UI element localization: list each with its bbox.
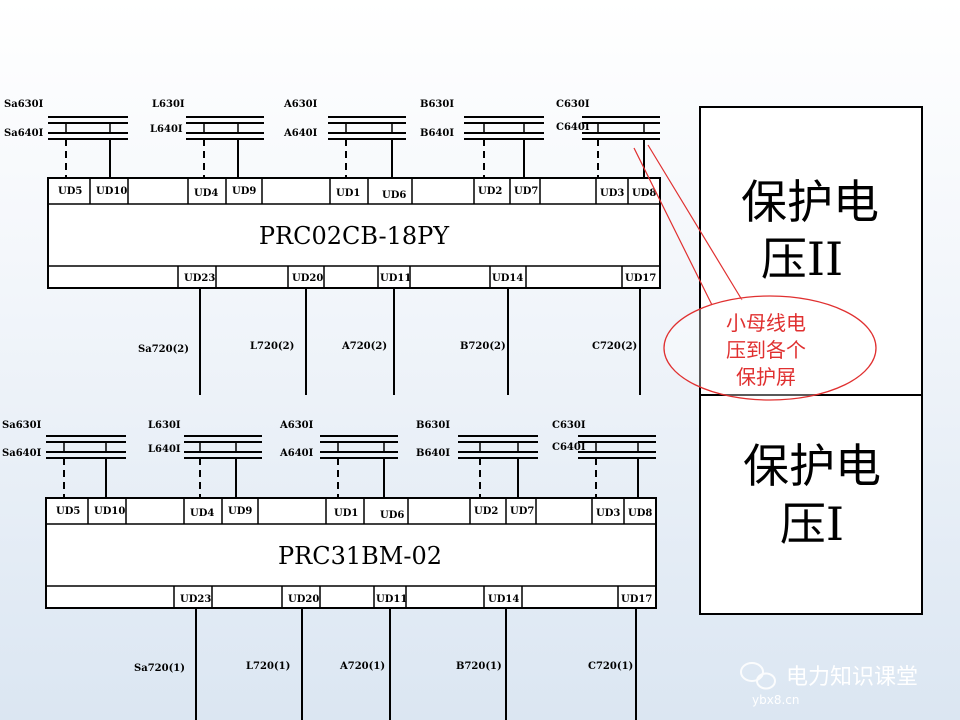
lower-device: Sa630I Sa640I L630I L640I A630I A640I B6… xyxy=(2,420,657,720)
bus-label: C630I xyxy=(552,420,586,431)
bus-label: Sa640I xyxy=(4,128,44,139)
terminal-label: UD20 xyxy=(288,594,319,605)
watermark: 电力知识课堂 ybx8.cn xyxy=(740,662,918,707)
output-label: A720(2) xyxy=(341,341,387,352)
terminal-label: UD14 xyxy=(488,594,519,605)
bus-label: C640I xyxy=(556,122,590,133)
terminal-label: UD17 xyxy=(625,273,656,284)
terminal-label: UD10 xyxy=(96,186,127,197)
terminal-label: UD8 xyxy=(628,508,652,519)
callout-line1: 小母线电 xyxy=(726,311,806,335)
terminal-label: UD3 xyxy=(600,188,624,199)
bus-label: C640I xyxy=(552,442,586,453)
terminal-label: UD4 xyxy=(190,508,214,519)
terminal-label: UD3 xyxy=(596,508,620,519)
terminal-label: UD4 xyxy=(194,188,218,199)
output-label: L720(1) xyxy=(246,661,290,672)
output-label: L720(2) xyxy=(250,341,294,352)
terminal-label: UD20 xyxy=(292,273,323,284)
upper-device: Sa630I Sa640I L630I L640I A630I A640I B6… xyxy=(4,99,661,395)
terminal-label: UD6 xyxy=(380,510,404,521)
terminal-label: UD5 xyxy=(58,186,82,197)
bus-label: Sa630I xyxy=(4,99,44,110)
callout-line3: 保护屏 xyxy=(736,365,796,389)
bus-label: A630I xyxy=(279,420,314,431)
watermark-text: 电力知识课堂 xyxy=(786,665,918,690)
bus-label: L630I xyxy=(148,420,181,431)
bus-label: B630I xyxy=(420,99,454,110)
output-label: C720(2) xyxy=(592,341,637,352)
terminal-label: UD23 xyxy=(180,594,211,605)
bus-label: A640I xyxy=(283,128,318,139)
protection-panel: 保护电 压II 保护电 压I xyxy=(699,106,923,615)
bus-label: Sa640I xyxy=(2,448,42,459)
terminal-label: UD11 xyxy=(376,594,407,605)
terminal-label: UD2 xyxy=(478,186,502,197)
output-label: Sa720(1) xyxy=(134,663,185,674)
output-label: C720(1) xyxy=(588,661,633,672)
device-title: PRC31BM-02 xyxy=(278,542,442,570)
output-label: B720(2) xyxy=(460,341,506,352)
output-label: Sa720(2) xyxy=(138,344,189,355)
terminal-label: UD2 xyxy=(474,506,498,517)
panel-upper-line1: 保护电 xyxy=(741,175,879,229)
watermark-sub: ybx8.cn xyxy=(752,693,799,707)
bus-label: L640I xyxy=(150,124,183,135)
bus-label: B640I xyxy=(416,448,450,459)
callout: 小母线电 压到各个 保护屏 xyxy=(633,144,877,401)
bus-label: A640I xyxy=(279,448,314,459)
output-label: A720(1) xyxy=(339,661,385,672)
panel-upper-line2: 压II xyxy=(761,232,843,286)
terminal-label: UD8 xyxy=(632,188,656,199)
output-label: B720(1) xyxy=(456,661,502,672)
panel-lower-line1: 保护电 xyxy=(743,439,881,493)
wechat-icon xyxy=(740,662,776,690)
terminal-label: UD5 xyxy=(56,506,80,517)
terminal-label: UD11 xyxy=(380,273,411,284)
bus-label: B640I xyxy=(420,128,454,139)
terminal-label: UD10 xyxy=(94,506,125,517)
bus-label: A630I xyxy=(283,99,318,110)
terminal-label: UD6 xyxy=(382,190,406,201)
terminal-label: UD1 xyxy=(334,508,358,519)
terminal-label: UD9 xyxy=(228,506,252,517)
bus-label: L640I xyxy=(148,444,181,455)
bus-label: Sa630I xyxy=(2,420,42,431)
bus-label: C630I xyxy=(556,99,590,110)
terminal-label: UD17 xyxy=(621,594,652,605)
terminal-label: UD14 xyxy=(492,273,523,284)
terminal-label: UD7 xyxy=(510,506,534,517)
terminal-label: UD9 xyxy=(232,186,256,197)
callout-line2: 压到各个 xyxy=(726,338,806,362)
device-title: PRC02CB-18PY xyxy=(259,222,450,250)
terminal-label: UD23 xyxy=(184,273,215,284)
terminal-label: UD1 xyxy=(336,188,360,199)
terminal-label: UD7 xyxy=(514,186,538,197)
bus-label: B630I xyxy=(416,420,450,431)
bus-label: L630I xyxy=(152,99,185,110)
panel-lower-line2: 压I xyxy=(780,497,844,551)
